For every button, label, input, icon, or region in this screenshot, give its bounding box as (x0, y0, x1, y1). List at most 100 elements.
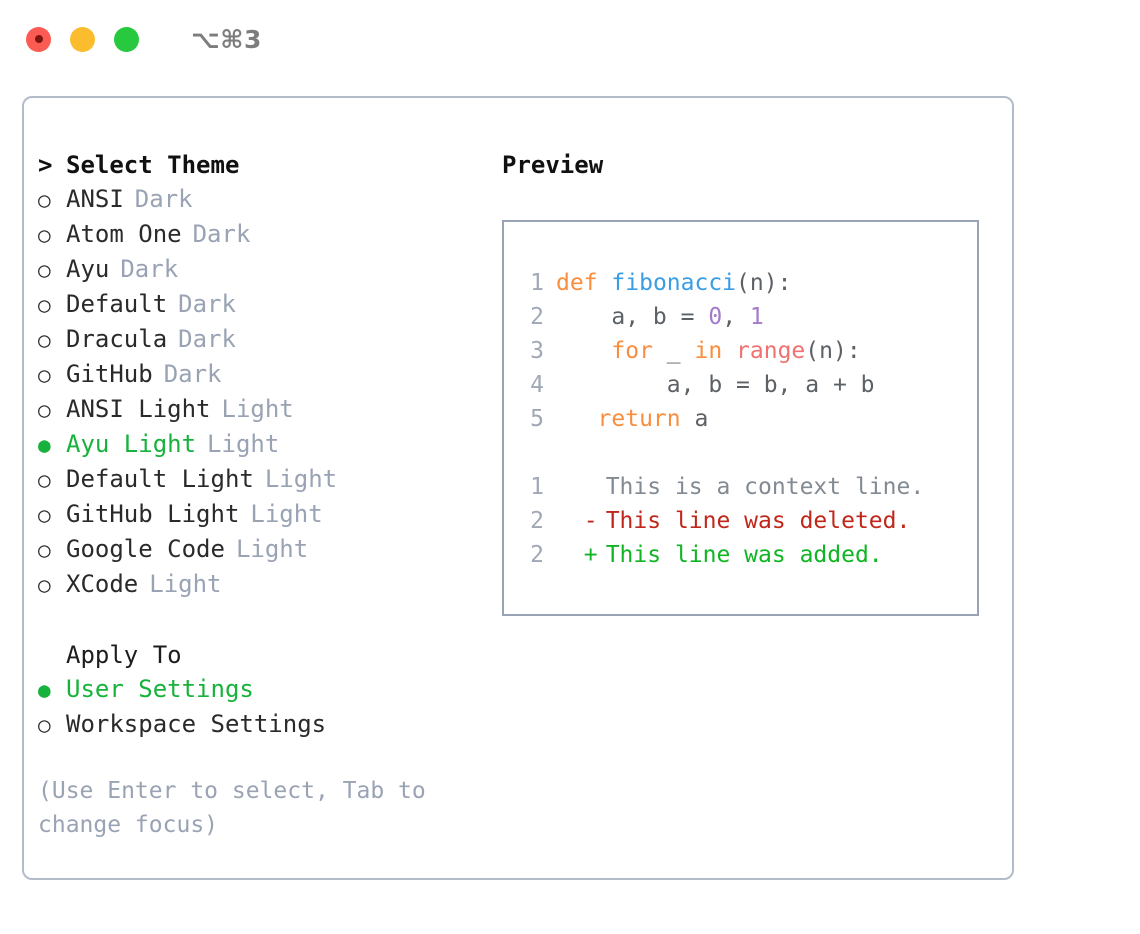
radio-unselected-icon: ○ (38, 188, 51, 212)
theme-option-kind: Light (207, 430, 280, 458)
radio-unselected-icon: ○ (38, 258, 51, 282)
theme-option-label: XCode (66, 570, 139, 598)
theme-option-kind: Dark (134, 185, 193, 213)
preview-title: Preview (502, 151, 604, 179)
code-line-text: a, b = b, a + b (556, 368, 875, 402)
apply-to-title: Apply To (66, 641, 182, 669)
theme-option-ayu[interactable]: ○ Ayu Dark (38, 252, 498, 287)
window-controls (26, 26, 139, 52)
apply-to-option-label: User Settings (66, 675, 254, 703)
line-number: 2 (530, 508, 544, 534)
theme-option-label: GitHub Light (66, 500, 240, 528)
token-plain (556, 338, 611, 364)
code-line-text: return a (556, 402, 709, 436)
code-line-text: def fibonacci(n): (556, 266, 791, 300)
diff-line-text: This is a context line. (605, 474, 925, 500)
code-line: 1 def fibonacci(n): (504, 266, 977, 300)
line-number: 4 (530, 372, 544, 398)
theme-option-label: Atom One (66, 220, 182, 248)
apply-to-option-label: Workspace Settings (66, 710, 327, 738)
radio-unselected-icon: ○ (38, 713, 51, 737)
diff-gutter-pad (556, 470, 584, 504)
radio-selected-icon: ● (38, 678, 51, 702)
diff-line-add: 2 +This line was added. (504, 538, 977, 572)
theme-option-label: GitHub (66, 360, 153, 388)
theme-option-label: Default Light (66, 465, 254, 493)
token-plain: a, b = b, a + b (556, 372, 875, 398)
code-line-text: for _ in range(n): (556, 334, 861, 368)
theme-option-kind: Light (250, 500, 323, 528)
section-divider (38, 602, 498, 638)
theme-option-ansi[interactable]: ○ ANSI Dark (38, 182, 498, 217)
token-builtin: range (736, 338, 806, 364)
radio-unselected-icon: ○ (38, 398, 51, 422)
theme-option-kind: Dark (178, 325, 236, 353)
token-keyword: in (694, 338, 723, 364)
radio-unselected-icon: ○ (38, 293, 51, 317)
diff-marker: - (583, 508, 598, 534)
theme-option-kind: Light (149, 570, 222, 598)
caret-icon: > (38, 151, 53, 179)
minimize-button-icon[interactable] (70, 26, 95, 52)
token-plain (722, 338, 736, 364)
theme-option-kind: Light (235, 535, 309, 563)
keyboard-shortcut-label: ⌥⌘3 (191, 24, 262, 54)
token-plain (556, 406, 598, 432)
radio-unselected-icon: ○ (38, 538, 51, 562)
diff-line-text: This line was added. (605, 542, 883, 568)
diff-preview: 1 This is a context line.2 -This line wa… (504, 470, 977, 572)
theme-option-kind: Dark (192, 220, 251, 248)
apply-to-option-user-settings[interactable]: ● User Settings (38, 672, 498, 707)
titlebar: ⌥⌘3 (0, 0, 1140, 78)
close-button-icon[interactable] (26, 26, 51, 52)
line-number: 2 (530, 304, 544, 330)
theme-option-default-light[interactable]: ○ Default Light Light (38, 462, 498, 497)
theme-option-label: ANSI (66, 185, 124, 213)
line-number: 5 (530, 406, 544, 432)
apply-to-heading: Apply To (38, 638, 498, 672)
token-number: 0 (708, 304, 723, 330)
diff-line-ctx: 1 This is a context line. (504, 470, 977, 504)
token-keyword: def (556, 270, 598, 296)
token-plain: a (680, 406, 709, 432)
token-plain: , (722, 304, 750, 330)
token-keyword: return (597, 406, 681, 432)
theme-option-label: Google Code (66, 535, 225, 563)
diff-line-del: 2 -This line was deleted. (504, 504, 977, 538)
line-number: 1 (530, 270, 544, 296)
zoom-button-icon[interactable] (114, 26, 139, 52)
apply-to-option-workspace-settings[interactable]: ○ Workspace Settings (38, 707, 498, 742)
theme-option-kind: Light (221, 395, 294, 423)
theme-option-github[interactable]: ○ GitHub Dark (38, 357, 498, 392)
radio-unselected-icon: ○ (38, 363, 51, 387)
theme-option-kind: Dark (163, 360, 222, 388)
theme-option-kind: Light (264, 465, 338, 493)
code-line-text: a, b = 0, 1 (556, 300, 763, 334)
diff-gutter-pad (556, 504, 584, 538)
theme-option-google-code[interactable]: ○ Google Code Light (38, 532, 498, 567)
radio-unselected-icon: ○ (38, 468, 51, 492)
token-plain: (n): (736, 270, 792, 296)
theme-option-kind: Dark (120, 255, 179, 283)
radio-selected-icon: ● (38, 433, 51, 457)
select-theme-title: Select Theme (66, 151, 240, 179)
diff-gutter-pad (556, 538, 584, 572)
token-plain: (n): (805, 338, 861, 364)
theme-option-label: Ayu (66, 255, 110, 283)
code-line: 3 for _ in range(n): (504, 334, 977, 368)
line-number: 3 (530, 338, 544, 364)
